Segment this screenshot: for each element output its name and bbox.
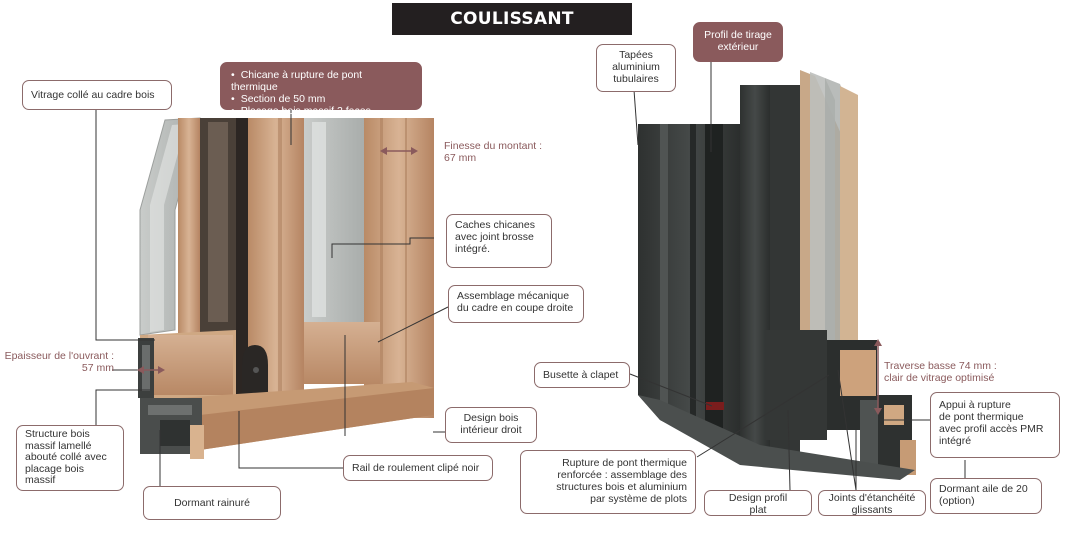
label-vitrage: Vitrage collé au cadre bois — [22, 80, 172, 110]
label-tapees: Tapées aluminium tubulaires — [596, 44, 676, 92]
label-epaisseur: Epaisseur de l'ouvrant : 57 mm — [4, 350, 114, 374]
finesse-arrow — [380, 147, 418, 155]
label-chicane: Chicane à rupture de pont thermique Sect… — [220, 62, 422, 117]
epaisseur-arrow — [137, 366, 165, 374]
label-busette: Busette à clapet — [534, 362, 630, 388]
label-appui: Appui à rupture de pont thermique avec p… — [930, 392, 1060, 458]
chicane-list: Chicane à rupture de pont thermique Sect… — [231, 69, 411, 117]
page-title: COULISSANT — [392, 3, 632, 35]
label-joints: Joints d'étanchéité glissants — [818, 490, 926, 516]
chicane-item: Placage bois massif 2 faces — [231, 105, 411, 117]
label-finesse: Finesse du montant : 67 mm — [444, 140, 543, 164]
chicane-item: Chicane à rupture de pont thermique — [231, 69, 411, 93]
label-caches: Caches chicanes avec joint brosse intégr… — [446, 214, 552, 268]
leader-lines-left — [95, 110, 449, 486]
label-profil-tirage: Profil de tirage extérieur — [693, 22, 783, 62]
traverse-arrow — [874, 339, 882, 415]
label-traverse: Traverse basse 74 mm : clair de vitrage … — [884, 360, 997, 384]
label-design-bois: Design bois intérieur droit — [445, 407, 537, 443]
label-rupture: Rupture de pont thermique renforcée : as… — [520, 450, 696, 514]
label-assemblage: Assemblage mécanique du cadre en coupe d… — [448, 285, 584, 323]
label-structure: Structure bois massif lamellé abouté col… — [16, 425, 124, 491]
chicane-item: Section de 50 mm — [231, 93, 411, 105]
label-rail: Rail de roulement clipé noir — [343, 455, 493, 481]
label-design-profil: Design profil plat — [704, 490, 812, 516]
aluminium-window-illustration — [638, 70, 916, 480]
wood-window-illustration — [138, 117, 434, 459]
label-dormant-aile: Dormant aile de 20 (option) — [930, 478, 1042, 514]
label-dormant-rainure: Dormant rainuré — [143, 486, 281, 520]
leader-lines-right — [629, 62, 966, 491]
